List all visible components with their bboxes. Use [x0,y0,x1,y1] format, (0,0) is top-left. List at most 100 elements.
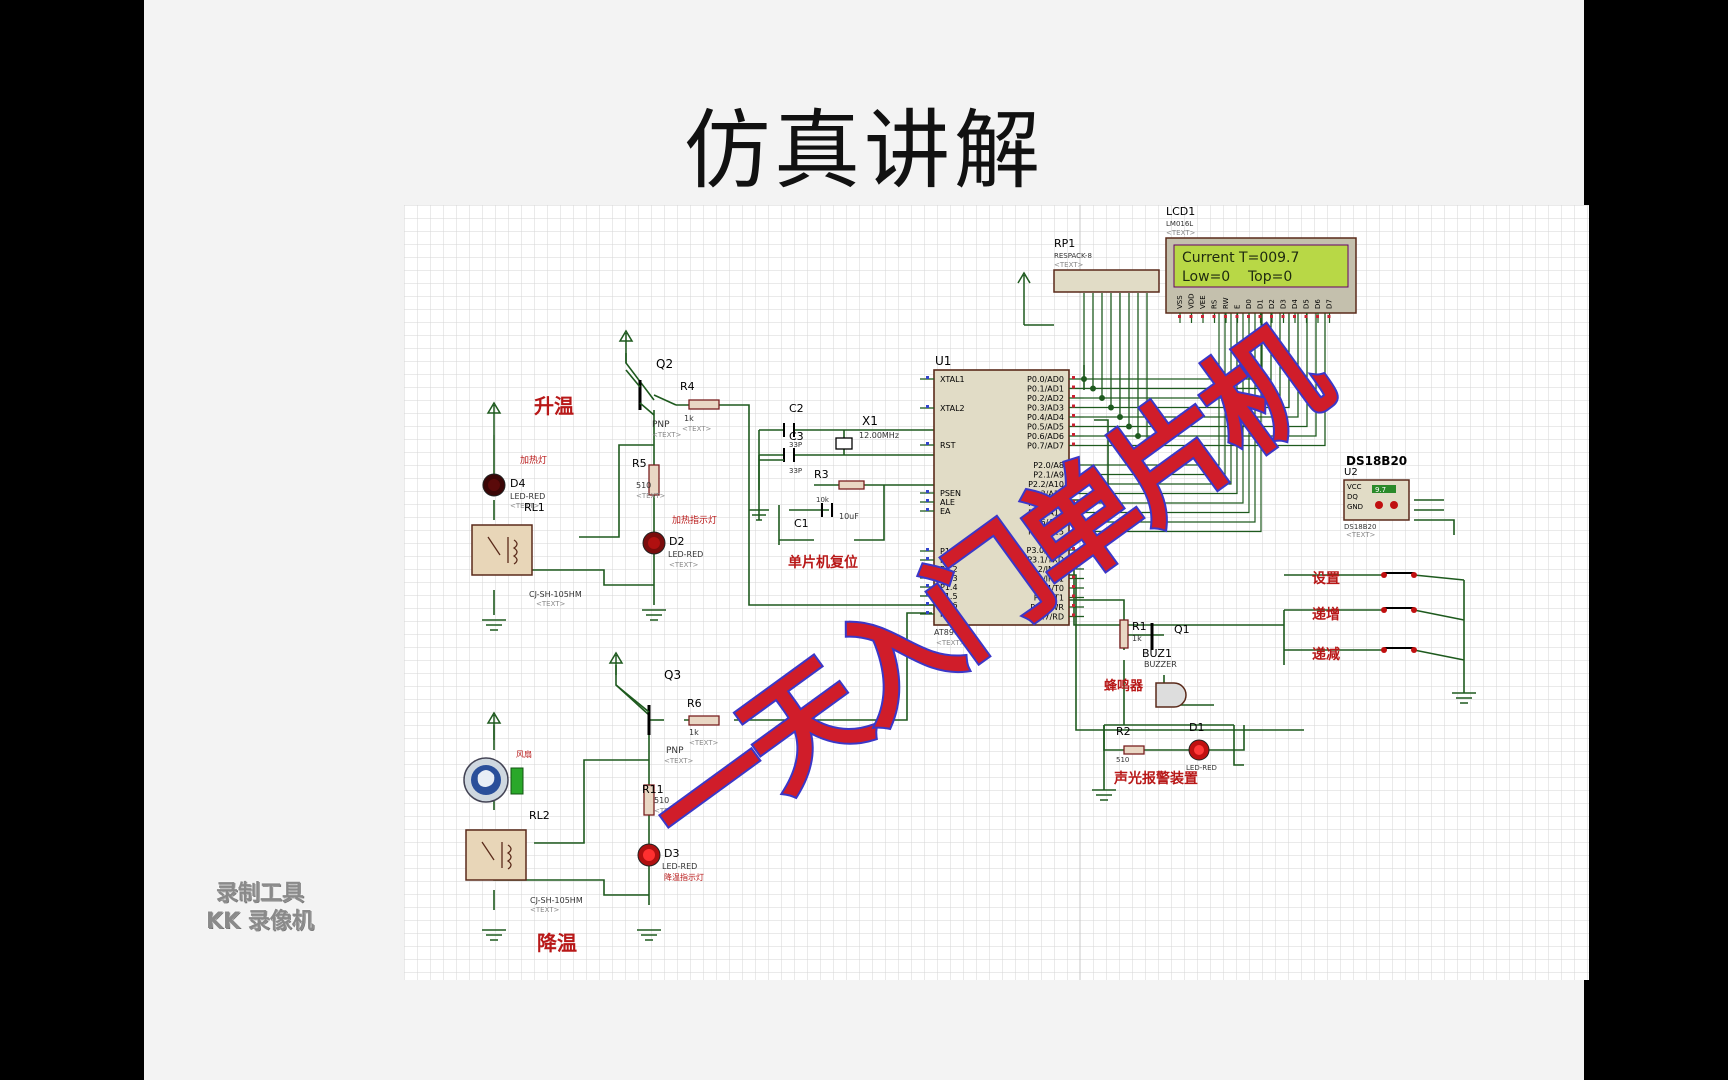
svg-text:1k: 1k [689,728,699,737]
crystal-x1: X1 12.00MHz [835,414,899,450]
svg-text:R1: R1 [1132,620,1147,633]
button-dec[interactable]: 递减 [1312,646,1417,663]
cool-section: 降温 风扇 Q3 PNP <TEXT> R6 [463,651,720,955]
lcd-pin-vdd: VDD [1188,293,1196,309]
svg-text:D4: D4 [510,477,525,490]
lcd-pin-rs: RS [1211,299,1219,309]
mcu-pin-p05ad5: P0.5/AD5 [1027,423,1064,432]
svg-text:<TEXT>: <TEXT> [654,807,684,815]
svg-text:<TEXT>: <TEXT> [530,906,560,914]
mcu-pin-p23a11: P2.3/A11 [1028,490,1064,499]
svg-text:LED-RED: LED-RED [662,862,697,871]
mcu-pin-xtal1: XTAL1 [940,375,965,384]
mcu-pin-psen: PSEN [940,489,961,498]
svg-text:<TEXT>: <TEXT> [636,492,666,500]
svg-text:10k: 10k [816,496,830,504]
mcu-pin-p15: P1.5 [940,592,958,601]
button-set[interactable]: 设置 [1312,570,1417,587]
svg-text:Q3: Q3 [664,668,681,682]
svg-text:递增: 递增 [1312,606,1340,623]
lcd-pin-d7: D7 [1326,299,1334,309]
svg-text:12.00MHz: 12.00MHz [859,431,899,440]
mcu-pin-p12: P1.2 [940,565,958,574]
svg-text:LCD1: LCD1 [1166,205,1195,218]
svg-text:<TEXT>: <TEXT> [510,502,540,510]
svg-text:BUZZER: BUZZER [1144,660,1177,669]
alarm-label: 声光报警装置 [1113,770,1198,787]
lcd-pin-vee: VEE [1199,295,1207,309]
svg-text:X1: X1 [862,414,878,428]
svg-text:DS18B20: DS18B20 [1344,523,1376,531]
mcu-pin-p07ad7: P0.7/AD7 [1027,442,1064,451]
mcu-pin-p13: P1.3 [940,574,958,583]
svg-text:Q2: Q2 [656,357,673,371]
fan-motor: 风扇 [463,749,532,803]
buttons: 设置 递增 递减 [1312,570,1476,704]
mcu-pin-p26a14: P2.6/A14 [1028,518,1064,527]
sensor-u2: 9.7 DS18B20 U2 VCC DQ GND DS18B20 <TEXT> [1343,454,1410,539]
button-inc[interactable]: 递增 [1312,606,1417,623]
svg-text:D3: D3 [664,847,679,860]
transistor-q1: Q1 [1150,623,1190,650]
svg-text:CJ-SH-105HM: CJ-SH-105HM [530,896,583,905]
mcu-pin-p10: P1.0 [940,547,958,556]
svg-text:设置: 设置 [1312,570,1340,587]
svg-text:510: 510 [636,481,651,490]
lcd-pin-d3: D3 [1280,299,1288,309]
lcd-pin-d5: D5 [1303,299,1311,309]
resistor-r11: R11 510 <TEXT> [642,783,684,816]
svg-text:10uF: 10uF [839,512,859,521]
capacitor-c1: C1 10uF [794,503,859,530]
svg-text:1k: 1k [1132,634,1142,643]
mcu-pin-p01ad1: P0.1/AD1 [1027,385,1064,394]
svg-text:C1: C1 [794,517,809,530]
transistor-q2: Q2 PNP <TEXT> [625,357,682,439]
svg-text:<TEXT>: <TEXT> [1166,229,1196,237]
svg-text:风扇: 风扇 [516,749,532,759]
svg-text:510: 510 [654,796,669,805]
mcu-pin-p25a13: P2.5/A13 [1028,509,1064,518]
svg-text:AT89C51: AT89C51 [934,628,970,637]
svg-text:1k: 1k [684,414,694,423]
mcu-pin-p24a12: P2.4/A12 [1028,499,1064,508]
svg-text:DQ: DQ [1347,493,1358,501]
svg-text:降温指示灯: 降温指示灯 [664,872,704,882]
wires [493,293,1465,910]
mcu-pin-p17: P1.7 [940,610,958,619]
svg-text:CJ-SH-105HM: CJ-SH-105HM [529,590,582,599]
mcu-pin-p37rd: P3.7/RD [1032,613,1064,622]
svg-text:LED-RED: LED-RED [1186,764,1217,772]
relay-rl1: RL1 CJ-SH-105HM <TEXT> [471,501,582,608]
svg-text:<TEXT>: <TEXT> [689,739,719,747]
svg-text:R2: R2 [1116,725,1131,738]
svg-text:RL2: RL2 [529,809,550,822]
led-d2: D2 LED-RED <TEXT> 加热指示灯 [642,514,717,569]
svg-text:GND: GND [1347,503,1363,511]
svg-text:<TEXT>: <TEXT> [652,431,682,439]
lcd-line1: Current T=009.7 [1182,250,1299,266]
svg-text:<TEXT>: <TEXT> [669,561,699,569]
svg-text:<TEXT>: <TEXT> [536,600,566,608]
mcu-u1: U1 AT89C51 <TEXT> XTAL1XTAL2RSTPSENALEEA… [920,354,1084,647]
mcu-pin-p06ad6: P0.6/AD6 [1027,432,1064,441]
svg-text:PNP: PNP [652,420,670,430]
transistor-q3: Q3 PNP <TEXT> [615,668,694,765]
heat-label: 升温 [534,394,574,418]
svg-text:9.7: 9.7 [1375,486,1386,494]
mcu-pin-xtal2: XTAL2 [940,404,965,413]
svg-text:C3: C3 [789,430,804,443]
svg-text:LED-RED: LED-RED [510,492,545,501]
svg-text:DS18B20: DS18B20 [1346,454,1407,468]
mcu-pin-p32int0: P3.2/INT0 [1025,565,1064,574]
lcd-pin-vss: VSS [1176,295,1184,309]
led-d4: D4 LED-RED <TEXT> 加热灯 [482,454,547,510]
svg-text:<TEXT>: <TEXT> [1346,531,1376,539]
svg-text:蜂鸣器: 蜂鸣器 [1104,678,1144,694]
svg-text:R6: R6 [687,697,702,710]
mcu-pin-p34t0: P3.4/T0 [1034,584,1064,593]
